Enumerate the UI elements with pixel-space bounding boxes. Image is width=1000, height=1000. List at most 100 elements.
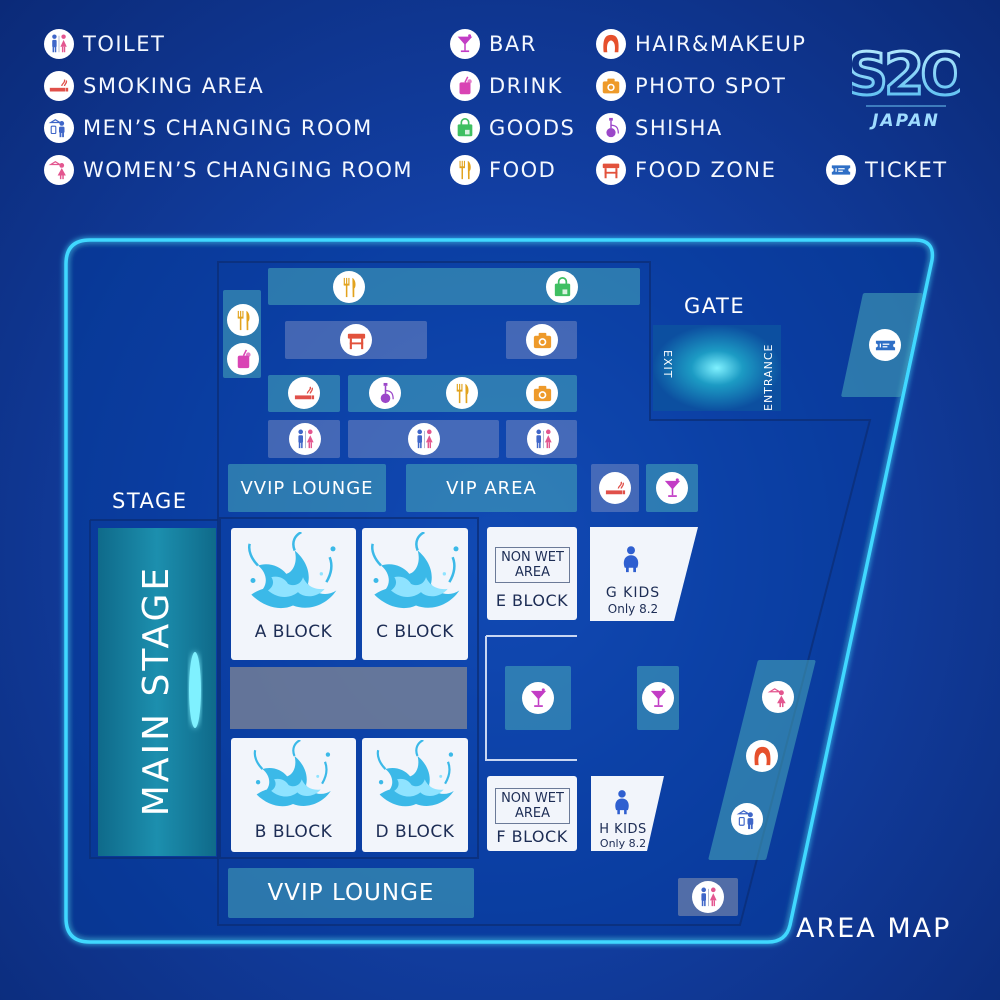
toilet-icon	[527, 423, 559, 455]
d-block: D BLOCK	[362, 738, 468, 852]
photo-spot-icon	[526, 377, 558, 409]
b-block: B BLOCK	[231, 738, 356, 852]
food-icon	[450, 155, 480, 185]
g-kids-label: G KIDS	[605, 585, 661, 601]
drink-icon	[450, 71, 480, 101]
food-icon	[446, 377, 478, 409]
legend-item-food: FOOD	[450, 155, 556, 185]
stage-label: STAGE	[112, 489, 188, 513]
vvip-lounge-bottom-zone	[228, 868, 474, 918]
e-block-label: E BLOCK	[495, 591, 569, 610]
e-block: NON WET AREA E BLOCK	[487, 527, 577, 620]
logo-subtitle: JAPAN	[869, 111, 940, 131]
food-goods-zone	[268, 268, 640, 305]
toilet-icon	[289, 423, 321, 455]
bar-icon	[522, 682, 554, 714]
ticket-icon	[869, 329, 901, 361]
logo-wordmark: S2O	[852, 40, 960, 108]
vip-area-zone	[406, 464, 577, 512]
s2o-logo-graphic: S2O JAPAN	[845, 39, 973, 132]
bar-icon	[450, 29, 480, 59]
legend-label: HAIR&MAKEUP	[635, 32, 807, 56]
vvip-lounge-bottom-label: VVIP LOUNGE	[267, 880, 435, 906]
exit-label: EXIT	[661, 350, 674, 379]
food-zone-icon	[340, 324, 372, 356]
legend-label: FOOD ZONE	[635, 158, 777, 182]
f-block-label: F BLOCK	[496, 827, 568, 846]
ticket-icon	[826, 155, 856, 185]
goods-icon	[450, 113, 480, 143]
c-block: C BLOCK	[362, 528, 468, 660]
h-kids-area	[591, 776, 664, 851]
legend-label: TOILET	[83, 32, 166, 56]
hair-makeup-icon	[746, 740, 778, 772]
legend-item-toilet: TOILET	[44, 29, 165, 59]
legend-label: WOMEN’S CHANGING ROOM	[83, 158, 413, 182]
non-wet-area-badge: NON WET AREA	[495, 547, 570, 583]
legend-item-smoking-area: SMOKING AREA	[44, 71, 264, 101]
food-icon	[333, 271, 365, 303]
shisha-icon	[596, 113, 626, 143]
womens-changing-icon	[762, 681, 794, 713]
g-kids-only: Only 8.2	[607, 602, 659, 616]
legend-item-womens-changing-room: WOMEN’S CHANGING ROOM	[44, 155, 413, 185]
toilet-icon	[408, 423, 440, 455]
food-icon	[227, 304, 259, 336]
h-kids-label: H KIDS	[599, 822, 647, 837]
legend-item-hair-makeup: HAIR&MAKEUP	[596, 29, 806, 59]
kids-icon	[614, 542, 648, 576]
legend-label: SHISHA	[635, 116, 723, 140]
legend-item-mens-changing-room: MEN’S CHANGING ROOM	[44, 113, 373, 143]
legend-item-food-zone: FOOD ZONE	[596, 155, 776, 185]
food-zone-icon	[596, 155, 626, 185]
splash-icon	[366, 740, 466, 820]
non-wet-area-badge: NON WET AREA	[495, 788, 570, 824]
legend-label: PHOTO SPOT	[635, 74, 787, 98]
mens-changing-icon	[731, 803, 763, 835]
legend-item-ticket: TICKET	[826, 155, 948, 185]
legend-item-shisha: SHISHA	[596, 113, 723, 143]
non-wet-line1: NON WET	[501, 550, 564, 565]
smoking-icon	[288, 377, 320, 409]
smoking-icon	[599, 472, 631, 504]
goods-icon	[546, 271, 578, 303]
legend-label: SMOKING AREA	[83, 74, 265, 98]
vip-area-label: VIP AREA	[446, 477, 537, 499]
mens-changing-icon	[44, 113, 74, 143]
legend-item-photo-spot: PHOTO SPOT	[596, 71, 786, 101]
entrance-label: ENTRANCE	[762, 343, 775, 411]
legend-label: BAR	[489, 32, 537, 56]
photo-spot-icon	[526, 324, 558, 356]
legend-label: TICKET	[865, 158, 948, 182]
gate-label: GATE	[684, 294, 746, 318]
s2o-japan-logo: S2O JAPAN	[845, 28, 973, 138]
main-stage-label: MAIN STAGE	[136, 564, 178, 816]
drink-icon	[227, 343, 259, 375]
non-wet-line2: AREA	[514, 565, 551, 580]
h-kids-only: Only 8.2	[599, 837, 647, 850]
toilet-icon	[44, 29, 74, 59]
vvip-lounge-top-label: VVIP LOUNGE	[240, 477, 374, 499]
toilet-icon	[692, 881, 724, 913]
legend-label: FOOD	[489, 158, 557, 182]
g-kids-area	[590, 527, 698, 621]
d-block-label: D BLOCK	[375, 822, 455, 842]
shisha-icon	[369, 377, 401, 409]
legend-item-bar: BAR	[450, 29, 537, 59]
c-block-label: C BLOCK	[376, 622, 454, 642]
splash-icon	[366, 532, 466, 624]
hair-makeup-icon	[596, 29, 626, 59]
main-stage-area: MAIN STAGE	[124, 540, 190, 840]
non-wet-line2: AREA	[514, 806, 551, 821]
area-map-title: AREA MAP	[796, 913, 952, 944]
bar-icon	[656, 472, 688, 504]
legend-item-goods: GOODS	[450, 113, 575, 143]
b-block-label: B BLOCK	[254, 822, 333, 842]
legend-label: MEN’S CHANGING ROOM	[83, 116, 373, 140]
photo-spot-icon	[596, 71, 626, 101]
vvip-lounge-top-zone	[228, 464, 386, 512]
bar-icon	[642, 682, 674, 714]
non-wet-line1: NON WET	[501, 791, 564, 806]
legend-label: DRINK	[489, 74, 563, 98]
legend-label: GOODS	[489, 116, 576, 140]
